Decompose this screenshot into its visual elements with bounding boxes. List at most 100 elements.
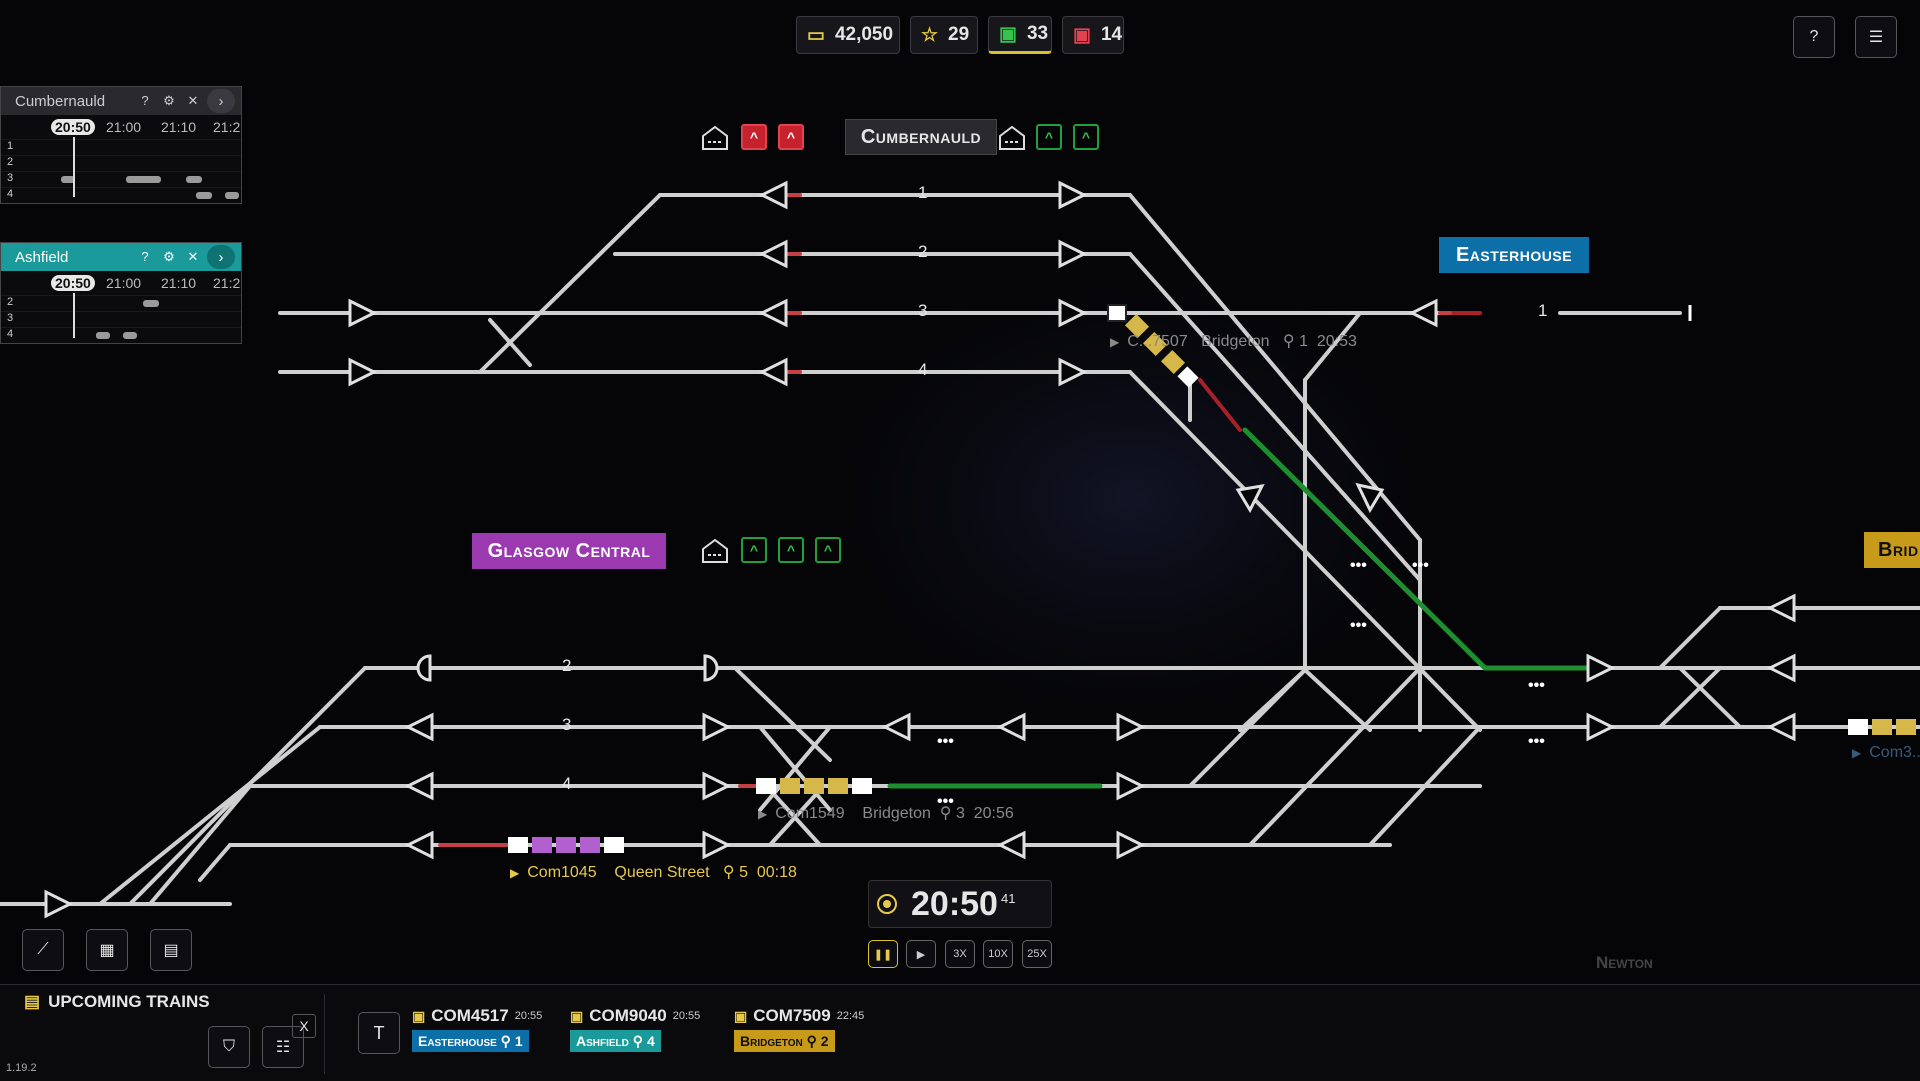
speed-10x-button[interactable]: 10X: [983, 940, 1013, 968]
sliders-icon: ☷: [275, 1039, 291, 1056]
destination-badge: Bridgeton ⚲ 2: [734, 1030, 835, 1052]
pause-button[interactable]: ❚❚: [868, 940, 898, 968]
svg-text:•••: •••: [937, 733, 954, 750]
timetable-row: 2: [1, 155, 241, 171]
platform-number: 4: [562, 774, 572, 793]
delayed-trains-stat[interactable]: ▣ 14: [1062, 16, 1124, 54]
note-icon: ▤: [163, 942, 179, 959]
help-icon[interactable]: ?: [141, 249, 149, 264]
help-icon[interactable]: ?: [141, 93, 149, 108]
train-7507: [1107, 304, 1199, 388]
destination-badge: Ashfield ⚲ 4: [570, 1030, 661, 1052]
chevron-right-icon[interactable]: ›: [207, 89, 235, 113]
svg-text:•••: •••: [1350, 557, 1367, 574]
chip-icon: ▦: [99, 942, 115, 959]
platform-toggle-button[interactable]: ^: [815, 537, 841, 563]
timetable-row: 3: [1, 171, 241, 187]
svg-text:•••: •••: [1528, 677, 1545, 694]
train-label[interactable]: ▶C...7507 Bridgeton ⚲ 1 20:53: [1110, 333, 1357, 350]
upcoming-trains-title: ▤ Upcoming Trains: [24, 992, 210, 1011]
filter-icon: ⛉: [222, 1038, 235, 1055]
station-label-easterhouse[interactable]: Easterhouse: [1439, 237, 1589, 273]
star-icon: ☆: [921, 24, 939, 46]
menu-button[interactable]: ☰: [1855, 16, 1897, 58]
help-icon: ?: [1809, 28, 1819, 45]
active-trains-stat[interactable]: ▣ 33: [988, 16, 1052, 54]
platform-toggle-button[interactable]: ^: [1036, 124, 1062, 150]
track-icon: ⟋: [37, 941, 49, 958]
panel-header: Ashfield ? ⚙ ✕ ›: [1, 243, 241, 271]
track-tool-button[interactable]: ⟋: [22, 929, 64, 971]
depot-icon[interactable]: [700, 124, 730, 152]
train-right: [1848, 719, 1916, 735]
panel-header: Cumbernauld ? ⚙ ✕ ›: [1, 87, 241, 115]
platform-number: 4: [918, 360, 928, 379]
train-icon: ▣: [570, 1007, 584, 1024]
platform-toggle-button[interactable]: ^: [1073, 124, 1099, 150]
play-button[interactable]: ▶: [906, 940, 936, 968]
timetable-row: 2: [1, 295, 241, 311]
settings-icon[interactable]: ⚙: [163, 249, 175, 264]
upcoming-trains-bar: [0, 984, 1920, 1081]
timetable-row: 3: [1, 311, 241, 327]
chip-tool-button[interactable]: ▦: [86, 929, 128, 971]
station-label-bridgeton[interactable]: Brid: [1864, 532, 1920, 568]
station-label-glasgow-central[interactable]: Glasgow Central: [472, 533, 666, 569]
train-icon: ▣: [999, 23, 1017, 45]
help-button[interactable]: ?: [1793, 16, 1835, 58]
train-label[interactable]: ▶Com3...: [1852, 744, 1920, 761]
timetable-panel-ashfield[interactable]: Ashfield ? ⚙ ✕ › 20:50 21:00 21:10 21:2 …: [0, 242, 242, 344]
train-label[interactable]: ▶Com1549 Bridgeton ⚲ 3 20:56: [758, 805, 1014, 822]
stars-stat: ☆ 29: [910, 16, 978, 54]
timetable-panel-cumbernauld[interactable]: Cumbernauld ? ⚙ ✕ › 20:50 21:00 21:10 21…: [0, 86, 242, 204]
train-1549: [756, 778, 872, 794]
depot-icon[interactable]: [700, 537, 730, 565]
platform-toggle-button[interactable]: ^: [778, 124, 804, 150]
filter-button[interactable]: ⛉: [208, 1026, 250, 1068]
train-label[interactable]: ▶Com1045 Queen Street ⚲ 5 00:18: [510, 864, 797, 881]
platform-toggle-button[interactable]: ^: [741, 124, 767, 150]
notes-button[interactable]: ▤: [150, 929, 192, 971]
timetable-row: 4: [1, 327, 241, 343]
destination-badge: Easterhouse ⚲ 1: [412, 1030, 529, 1052]
speed-25x-button[interactable]: 25X: [1022, 940, 1052, 968]
train-icon: ▣: [734, 1007, 748, 1024]
train-icon: ▣: [412, 1007, 426, 1024]
list-icon: ☰: [1868, 29, 1884, 46]
depot-icon[interactable]: [997, 124, 1027, 152]
game-clock: 20:50 41: [868, 880, 1052, 928]
platform-toggle-button[interactable]: ^: [778, 537, 804, 563]
pause-indicator-icon: [877, 894, 897, 914]
speed-3x-button[interactable]: 3X: [945, 940, 975, 968]
train-1045: [508, 837, 624, 853]
play-icon: ▶: [510, 866, 520, 880]
chevron-right-icon[interactable]: ›: [207, 245, 235, 269]
timetable-row: 4: [1, 187, 241, 203]
station-label-cumbernauld[interactable]: Cumbernauld: [845, 119, 997, 155]
platform-number: 2: [918, 242, 928, 261]
close-icon[interactable]: ✕: [187, 93, 199, 108]
platform-number: 1: [1538, 301, 1548, 320]
sliders-button[interactable]: ☷: [262, 1026, 304, 1068]
platform-toggle-button[interactable]: ^: [741, 537, 767, 563]
platform-number: 2: [562, 656, 572, 675]
play-icon: ▶: [1110, 335, 1120, 349]
money-stat: ▭ 42,050: [796, 16, 900, 54]
pause-icon: ❚❚: [873, 948, 893, 961]
filter-key-button[interactable]: T: [358, 1012, 400, 1054]
document-icon: ▤: [24, 992, 41, 1011]
timetable-row: 1: [1, 139, 241, 155]
play-icon: ▶: [916, 948, 926, 961]
train-alert-icon: ▣: [1073, 24, 1091, 46]
close-upcoming-button[interactable]: X: [292, 1014, 316, 1038]
play-icon: ▶: [758, 807, 768, 821]
station-label-newton: Newton: [1596, 953, 1653, 972]
platform-number: 3: [562, 715, 572, 734]
svg-text:•••: •••: [1528, 733, 1545, 750]
settings-icon[interactable]: ⚙: [163, 93, 175, 108]
close-icon[interactable]: ✕: [187, 249, 199, 264]
